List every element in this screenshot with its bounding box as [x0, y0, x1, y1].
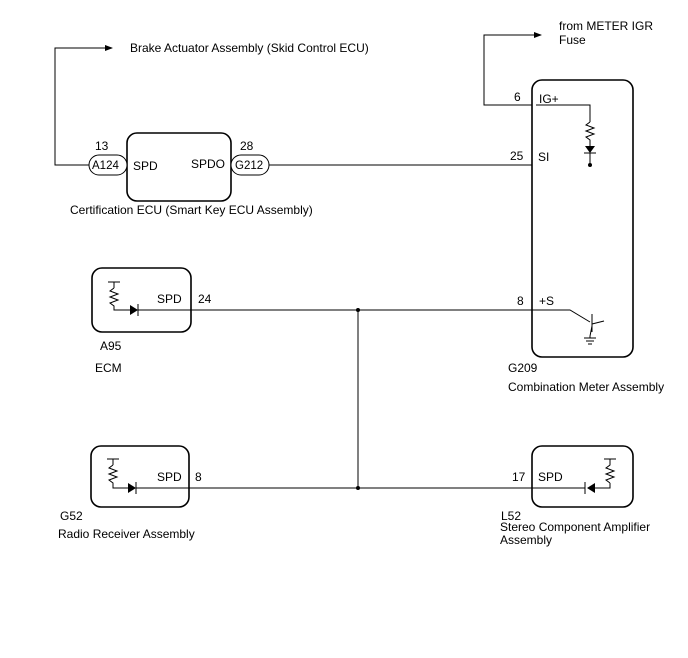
meter-pullup-circuit: [536, 104, 596, 167]
meter-igr-label: from METER IGR: [559, 19, 653, 33]
cert-ecu-pin-left: 13: [95, 139, 109, 153]
meter-term-si: SI: [538, 150, 549, 164]
brake-actuator-label: Brake Actuator Assembly (Skid Control EC…: [130, 41, 369, 55]
cert-ecu-term-right: SPDO: [191, 157, 225, 171]
meter-code-label: G209: [508, 361, 538, 375]
amp-name-label-2: Assembly: [500, 533, 552, 547]
brake-actuator-wire: [54, 45, 113, 166]
connector-a124: [88, 154, 128, 176]
amp-resistor-diode: [532, 458, 616, 494]
junction-upper: [356, 308, 360, 312]
ecm-name-label: ECM: [95, 361, 122, 375]
meter-igr-wire: [483, 32, 542, 106]
amp-term: SPD: [538, 470, 563, 484]
meter-transistor: [358, 309, 605, 345]
amp-code-label: L52: [501, 509, 521, 523]
ecm-resistor-diode: [108, 281, 191, 316]
connector-a124-label: A124: [92, 160, 119, 172]
radio-pin: 8: [195, 470, 202, 484]
meter-name-label: Combination Meter Assembly: [508, 380, 664, 394]
radio-code-label: G52: [60, 509, 83, 523]
meter-pin-si: 25: [510, 149, 524, 163]
amp-name-label: Stereo Component Amplifier: [500, 520, 650, 534]
cert-ecu-term-left: SPD: [133, 159, 158, 173]
ecm-pin: 24: [198, 292, 212, 306]
amp-pin: 17: [512, 470, 526, 484]
radio-receiver-box: [90, 445, 190, 508]
ecm-box: [91, 267, 192, 333]
meter-igr-fuse-label: Fuse: [559, 33, 586, 47]
radio-resistor-diode: [107, 458, 189, 494]
ecm-term: SPD: [157, 292, 182, 306]
cert-ecu-pin-right: 28: [240, 139, 254, 153]
meter-term-s: +S: [539, 294, 554, 308]
stereo-amplifier-box: [531, 445, 634, 508]
meter-pin-ig: 6: [514, 90, 521, 104]
radio-name-label: Radio Receiver Assembly: [58, 527, 195, 541]
ecm-code-label: A95: [100, 339, 122, 353]
radio-term: SPD: [157, 470, 182, 484]
cert-ecu-label: Certification ECU (Smart Key ECU Assembl…: [70, 203, 313, 217]
connector-g212-label: G212: [235, 160, 263, 172]
meter-pin-s: 8: [517, 294, 524, 308]
combination-meter-box: [531, 79, 634, 358]
meter-term-ig: IG+: [539, 92, 559, 106]
